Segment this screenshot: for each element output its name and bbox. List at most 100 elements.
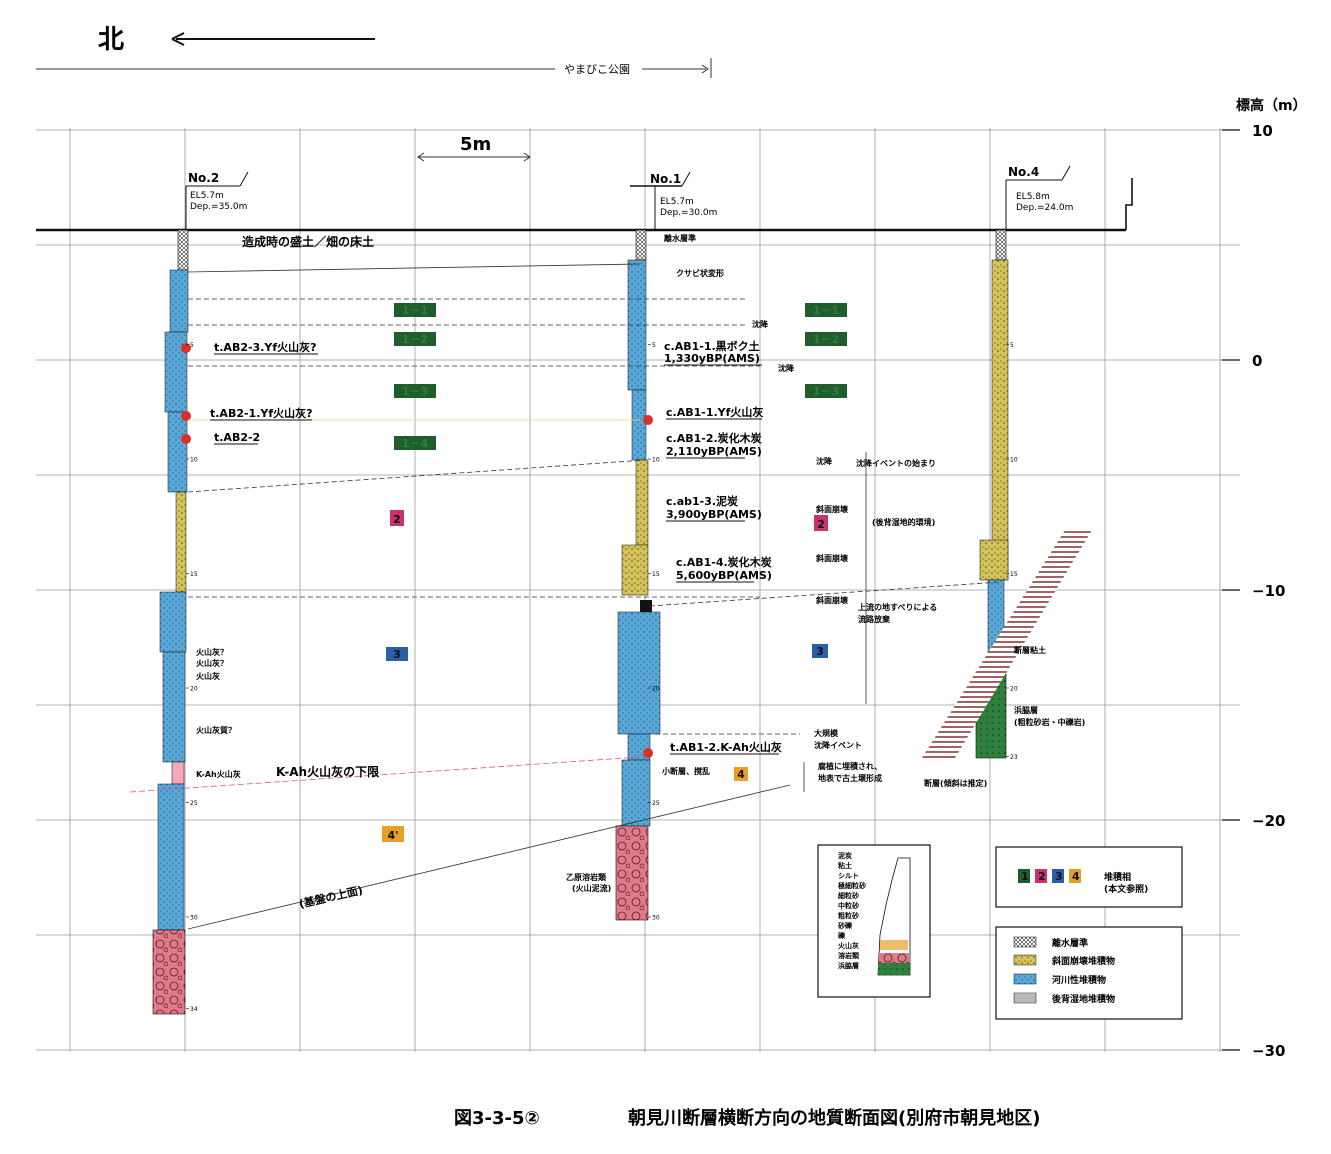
facies-num: 1 bbox=[1021, 870, 1029, 883]
note: 大規模 bbox=[814, 728, 839, 738]
note: 流路放棄 bbox=[858, 614, 891, 624]
samples-no2: t.AB2-3.Yf火山灰? t.AB2-1.Yf火山灰? t.AB2-2 bbox=[210, 340, 318, 445]
elevation-tick-label: −20 bbox=[1252, 812, 1285, 830]
notes-no1: 離水層準 クサビ状変形 沈降 沈降 沈降 斜面崩壊 斜面崩壊 斜面崩壊 大規模 … bbox=[566, 233, 862, 893]
elevation-tick-label: −30 bbox=[1252, 1042, 1285, 1060]
borehole-elevation: EL5.8m bbox=[1016, 192, 1050, 202]
kah-lower-limit-label: K-Ah火山灰の下限 bbox=[276, 764, 379, 779]
facies-box bbox=[805, 303, 847, 317]
note: 上流の地すべりによる bbox=[858, 602, 937, 612]
note: 斜面崩壊 bbox=[815, 553, 849, 563]
note: (後背湿地的環境) bbox=[872, 517, 935, 527]
borehole-header: No.1 EL5.7m Dep.=30.0m bbox=[630, 171, 717, 230]
grain-legend-item: 火山灰 bbox=[838, 941, 859, 950]
facies-box-label: 2 bbox=[393, 513, 401, 526]
sample-label: t.AB2-2 bbox=[214, 431, 260, 444]
facies-box-label: 1－4 bbox=[402, 437, 429, 450]
facies-box-label: 1－1 bbox=[402, 304, 428, 317]
note: 浜脇層 bbox=[1014, 705, 1038, 715]
notes-no4: 断層粘土 浜脇層 (粗粒砂岩・中礫岩) 断層(傾斜は推定) bbox=[924, 645, 1085, 788]
sample-label: 3,900yBP(AMS) bbox=[666, 508, 762, 521]
sample-label: 2,110yBP(AMS) bbox=[666, 445, 762, 458]
facies-box bbox=[386, 647, 408, 661]
borehole-name: No.1 bbox=[650, 172, 681, 186]
note: 断層(傾斜は推定) bbox=[924, 778, 987, 788]
facies-legend-sublabel: (本文参照) bbox=[1104, 883, 1148, 895]
grain-legend-item: 細粒砂 bbox=[838, 891, 859, 900]
grain-legend-item: 溶岩類 bbox=[838, 951, 860, 960]
sample-label: c.ab1-3.泥炭 bbox=[666, 494, 738, 508]
grain-legend-item: 粗粒砂 bbox=[838, 911, 859, 920]
depth-tick-label: 10 bbox=[1010, 457, 1018, 464]
sample-label: c.AB1-2.炭化木炭 bbox=[666, 431, 762, 445]
elevation-tick-label: 10 bbox=[1252, 122, 1273, 140]
facies-box bbox=[734, 767, 748, 781]
borehole-name: No.4 bbox=[1008, 165, 1039, 179]
sample-label: 5,600yBP(AMS) bbox=[676, 569, 772, 582]
note: 斜面崩壊 bbox=[815, 595, 849, 605]
depth-tick-label: 23 bbox=[1010, 754, 1018, 761]
sample-label: 1,330yBP(AMS) bbox=[664, 352, 760, 365]
basement-top-label: (基盤の上面) bbox=[298, 883, 365, 911]
note: 沈降イベント bbox=[814, 740, 862, 750]
depth-tick-label: 15 bbox=[652, 571, 660, 578]
depth-tick-label: 5 bbox=[190, 342, 194, 349]
depth-tick-label: 25 bbox=[652, 800, 660, 807]
borehole-elevation: EL5.7m bbox=[660, 197, 694, 207]
elevation-tick-label: 0 bbox=[1252, 352, 1262, 370]
facies-box-label: 1－2 bbox=[402, 333, 428, 346]
note: クサビ状変形 bbox=[676, 268, 724, 278]
facies-box-label: 1－1 bbox=[813, 304, 839, 317]
note: K-Ah火山灰 bbox=[196, 769, 241, 779]
grain-legend-item: 泥炭 bbox=[838, 851, 852, 860]
note: (粗粒砂岩・中礫岩) bbox=[1014, 717, 1085, 727]
grain-legend-item: 中粒砂 bbox=[838, 901, 859, 910]
depth-tick-label: 34 bbox=[190, 1006, 198, 1013]
note: 火山灰？ bbox=[196, 658, 228, 668]
legend-item: 離水層準 bbox=[1052, 937, 1088, 949]
facies-box bbox=[814, 515, 828, 531]
note: 離水層準 bbox=[664, 233, 696, 243]
facies-box-label: 4' bbox=[387, 829, 398, 842]
scale-label: 5m bbox=[460, 134, 491, 155]
depth-tick-label: 15 bbox=[190, 571, 198, 578]
fault-scarp-line bbox=[1125, 178, 1133, 230]
facies-box bbox=[805, 384, 847, 398]
elevation-axis-title: 標高（m） bbox=[1236, 97, 1307, 114]
borehole-header: No.4 EL5.8m Dep.=24.0m bbox=[1005, 165, 1073, 230]
facies-box bbox=[394, 436, 436, 450]
depth-tick-label: 30 bbox=[190, 915, 198, 922]
grain-legend-item: 極細粒砂 bbox=[837, 881, 866, 890]
correlation-lines bbox=[129, 263, 1001, 930]
depth-tick-label: 25 bbox=[190, 800, 198, 807]
note: 沈降 bbox=[752, 319, 769, 329]
facies-box-label: 3 bbox=[816, 645, 824, 658]
park-label: やまびこ公園 bbox=[564, 63, 630, 76]
facies-box bbox=[394, 332, 436, 346]
grain-legend-item: 礫 bbox=[838, 931, 846, 940]
facies-box-label: 1－2 bbox=[813, 333, 839, 346]
elevation-axis: 10 0 −10 −20 −30 bbox=[1222, 122, 1285, 1060]
facies-box-label: 1－3 bbox=[402, 385, 428, 398]
elevation-tick-label: −10 bbox=[1252, 582, 1285, 600]
sample-label: c.AB1-1.黒ボク土 bbox=[664, 339, 760, 353]
borehole-depth: Dep.=30.0m bbox=[660, 208, 717, 218]
facies-box bbox=[394, 303, 436, 317]
grain-legend-item: シルト bbox=[838, 872, 859, 880]
depth-tick-label: 10 bbox=[190, 457, 198, 464]
note: 腐植に埋積され、 bbox=[818, 761, 882, 771]
grain-legend-item: 砂礫 bbox=[838, 921, 853, 930]
facies-num: 4 bbox=[1072, 870, 1080, 883]
facies-box-label: 1－3 bbox=[813, 385, 839, 398]
note: 沈降 bbox=[816, 456, 833, 466]
legend-item: 河川性堆積物 bbox=[1052, 974, 1106, 986]
depth-tick-label: 20 bbox=[190, 686, 198, 693]
depth-tick-label: 20 bbox=[1010, 686, 1018, 693]
grain-legend-item: 粘土 bbox=[838, 861, 852, 870]
facies-box bbox=[394, 384, 436, 398]
sample-label: t.AB1-2.K-Ah火山灰 bbox=[670, 740, 782, 754]
borehole-name: No.2 bbox=[188, 171, 219, 185]
depth-tick-label: 5 bbox=[1010, 342, 1014, 349]
